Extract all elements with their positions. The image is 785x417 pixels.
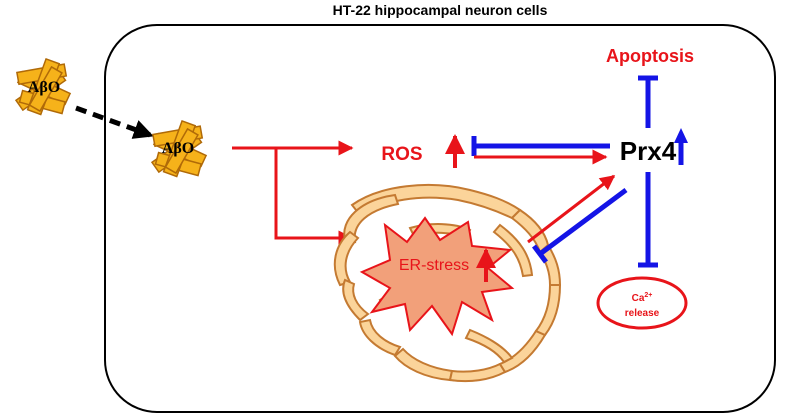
abo-entry-arrow [75, 105, 154, 139]
er-stress-induces-prx4 [527, 174, 616, 244]
diagram-title: HT-22 hippocampal neuron cells [333, 2, 548, 18]
er-stress-label: ER-stress [399, 257, 469, 274]
abo-effect-arrows [232, 140, 354, 246]
prx4-inhibits-ca-release [638, 172, 658, 268]
ca-label: Ca2+ [632, 292, 653, 304]
abeta-oligomer-icon [14, 57, 72, 116]
prx4-up-arrow-icon [674, 128, 688, 165]
prx4-inhibits-apoptosis [638, 75, 658, 128]
ros-label: ROS [381, 144, 422, 165]
ca-release-ellipse [596, 276, 688, 330]
abo-label-inside: AβO [162, 140, 194, 157]
abo-label-outside: AβO [28, 79, 60, 96]
er-stress-burst-icon [359, 216, 515, 337]
apoptosis-label: Apoptosis [606, 46, 694, 66]
cell-boundary [104, 24, 776, 413]
abeta-oligomer-icon-inside [150, 119, 208, 178]
prx4-label: Prx4 [620, 136, 677, 166]
prx4-inhibits-ros [471, 136, 610, 156]
ca-base: Ca [632, 293, 645, 304]
release-label: release [625, 308, 660, 319]
prx4-inhibits-er-stress [532, 187, 628, 264]
ca-superscript: 2+ [644, 292, 652, 299]
